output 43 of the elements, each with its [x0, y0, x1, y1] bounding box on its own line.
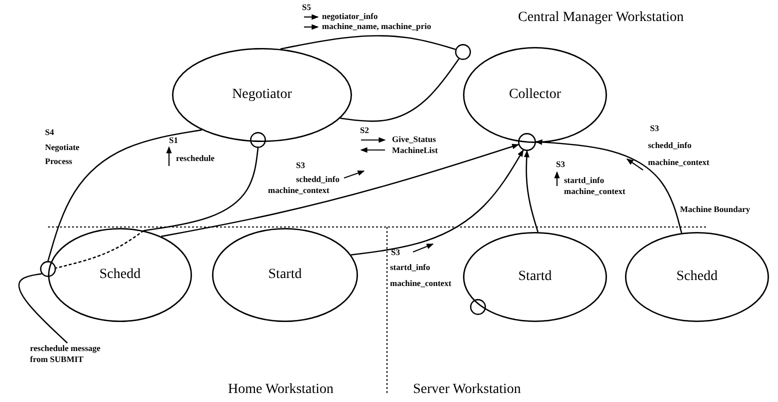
node-label: Collector — [508, 87, 562, 102]
message-label: S3 — [556, 160, 565, 170]
message-label: machine_context — [648, 158, 710, 168]
message-label: schedd_info — [648, 141, 692, 151]
connector-line — [350, 150, 524, 256]
message-label: S4 — [45, 128, 54, 138]
note-text: reschedule message from SUBMIT — [30, 343, 102, 366]
node-label: Startd — [518, 269, 552, 284]
message-label: S5 — [302, 3, 311, 13]
message-label: Give_Status — [392, 135, 436, 145]
message-label: MachineList — [392, 146, 438, 156]
message-label: machine_context — [390, 279, 452, 289]
message-label: machine_context — [268, 186, 330, 196]
connector-line — [535, 139, 682, 234]
connector-line — [524, 150, 539, 232]
message-label: machine_context — [564, 187, 626, 197]
connector-line — [47, 129, 202, 262]
connector-line — [18, 273, 68, 344]
message-label: reschedule — [176, 154, 215, 164]
message-label: startd_info — [390, 263, 430, 273]
connector-line — [144, 148, 259, 232]
message-label: schedd_info — [296, 175, 340, 185]
connector-line — [340, 58, 460, 122]
connector-line — [56, 230, 144, 269]
message-label: machine_name, machine_prio — [322, 22, 432, 32]
message-label: S2 — [360, 126, 369, 136]
message-label: S1 — [169, 136, 178, 146]
region-title: Central Manager Workstation — [518, 10, 684, 26]
region-title: Home Workstation — [228, 382, 334, 398]
connector-line — [280, 35, 456, 50]
message-label: S3 — [391, 248, 400, 258]
message-label: S3 — [296, 161, 305, 171]
message-label: S3 — [650, 124, 659, 134]
message-label: Machine Boundary — [680, 205, 750, 215]
connector-line — [161, 144, 520, 238]
node-label: Schedd — [99, 267, 141, 282]
message-label: startd_info — [564, 176, 604, 186]
message-label: negotiator_info — [322, 12, 378, 22]
node-label: Negotiator — [232, 87, 292, 102]
message-label: Negotiate Process — [45, 141, 80, 168]
node-label: Startd — [268, 267, 302, 282]
region-title: Server Workstation — [413, 382, 521, 398]
node-label: Schedd — [676, 269, 718, 284]
